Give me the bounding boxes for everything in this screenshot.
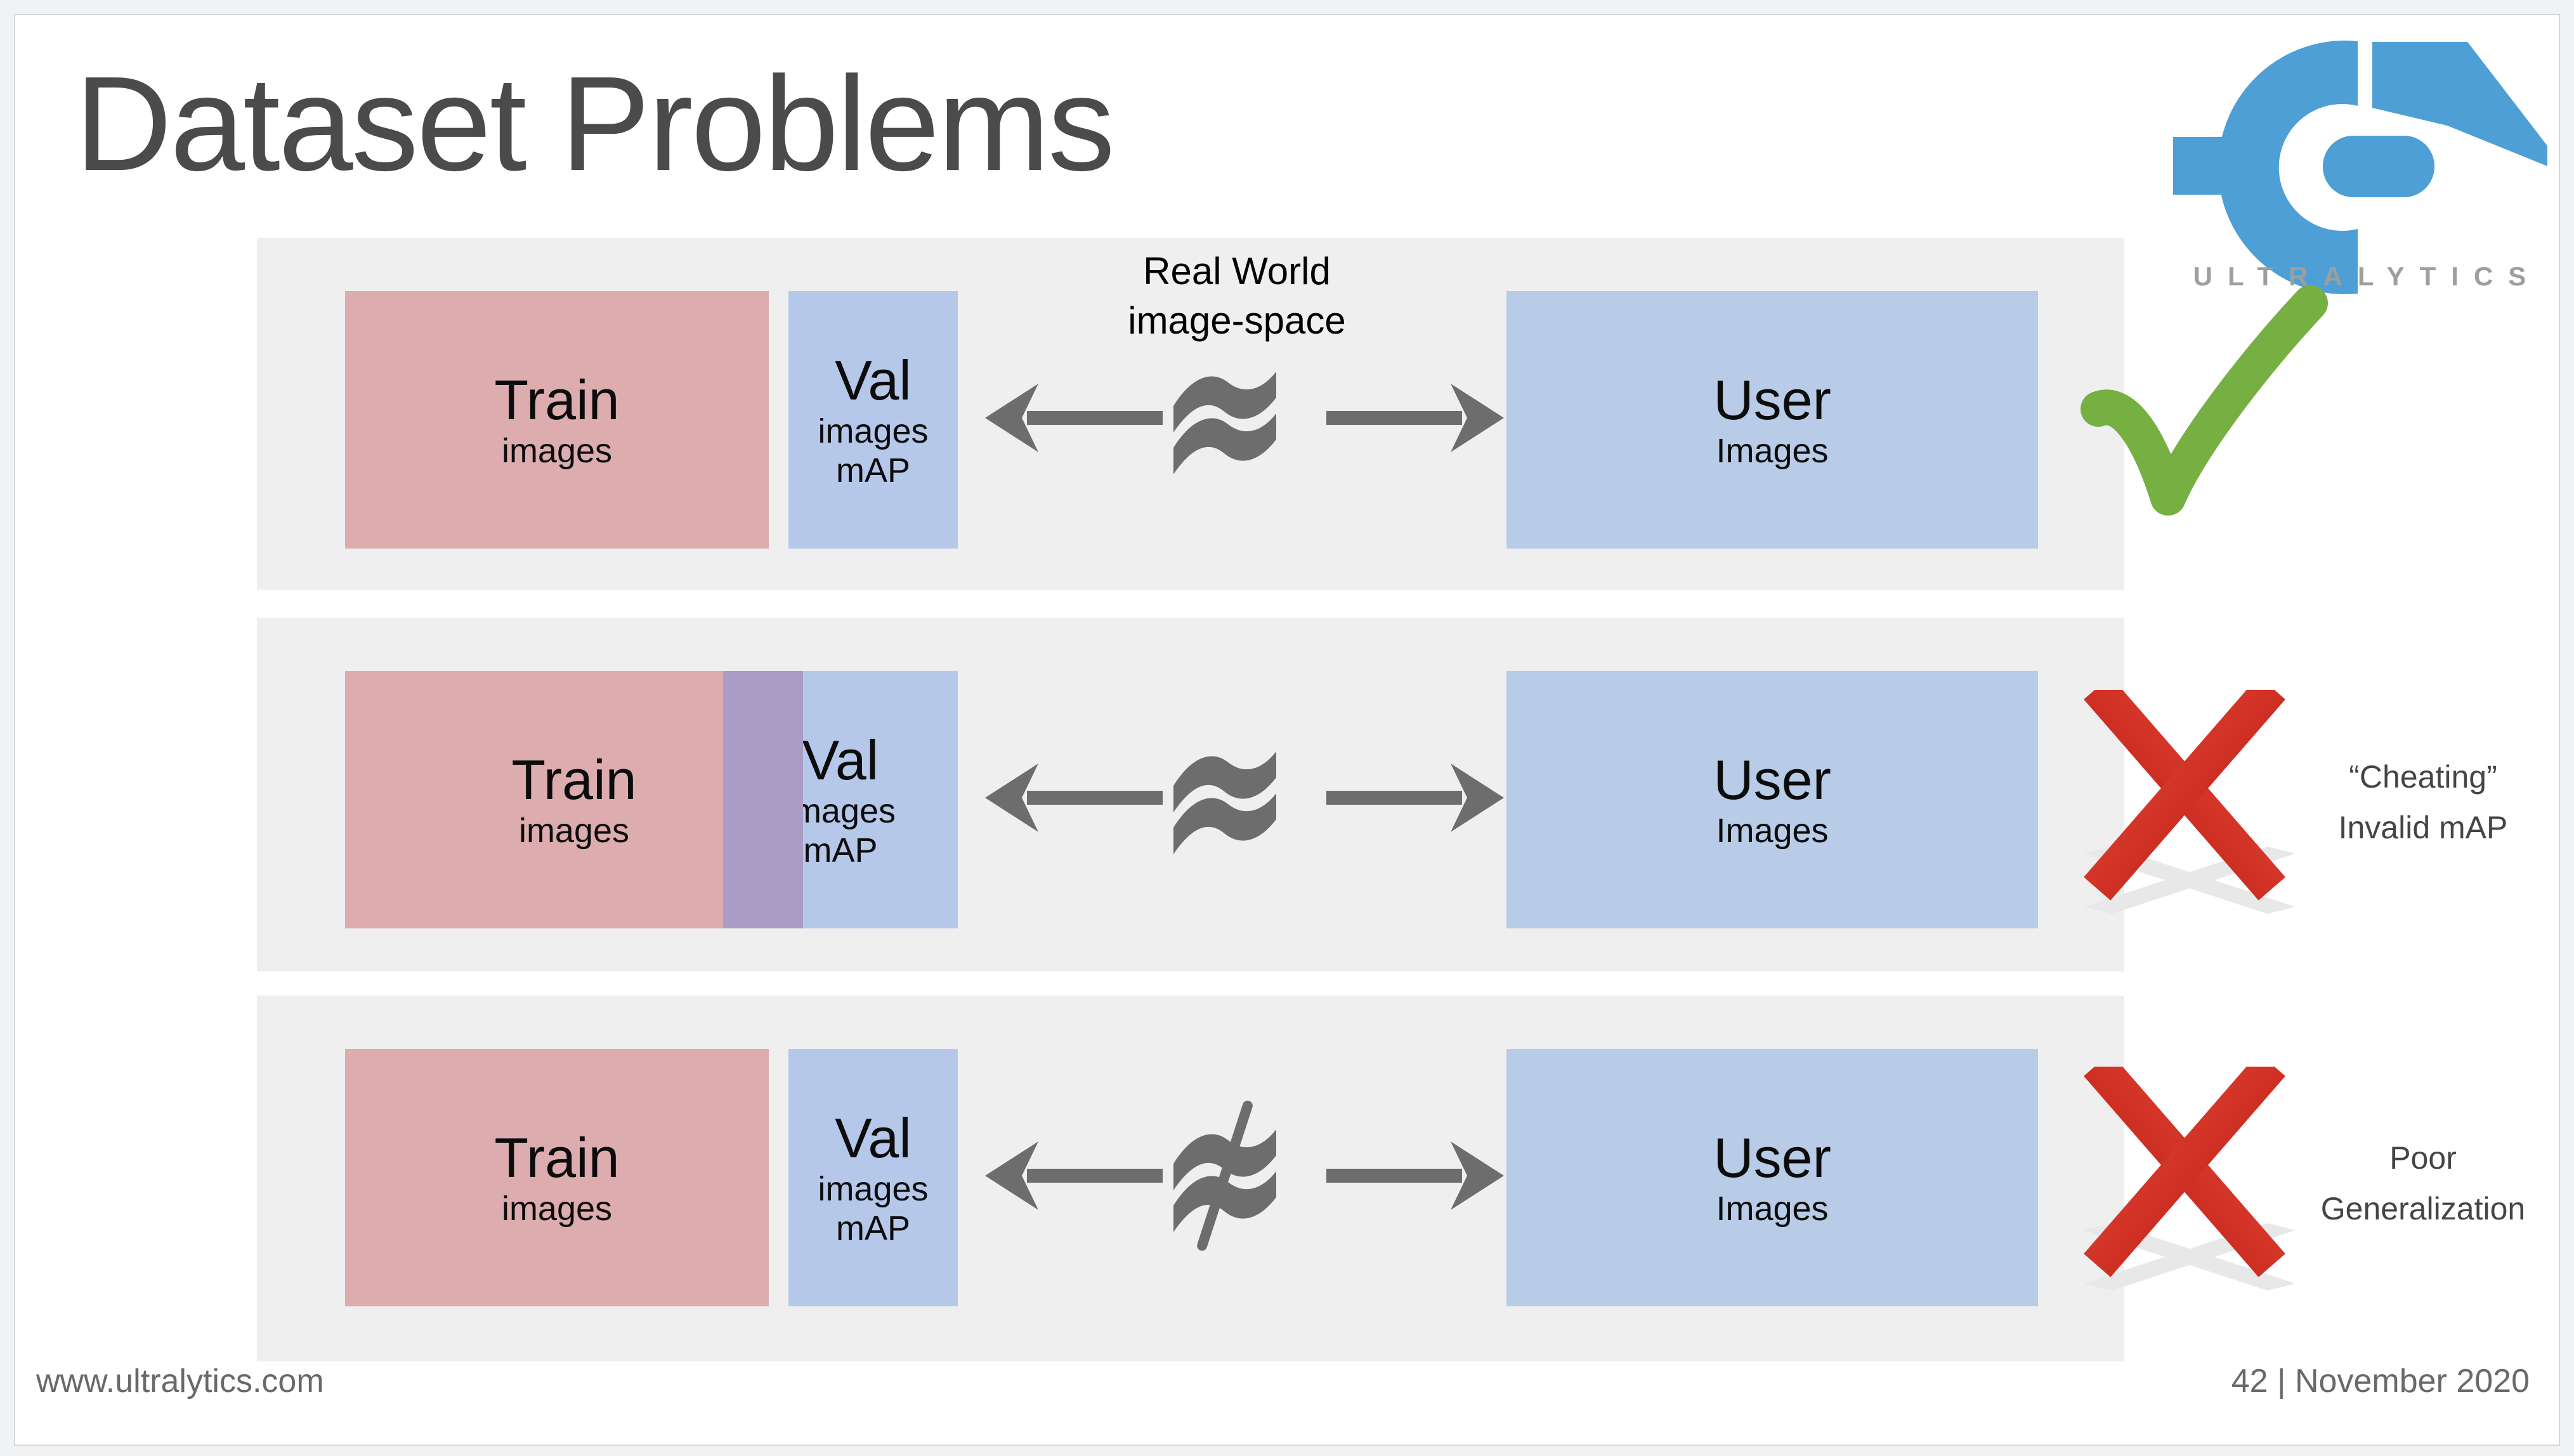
- right-arrow-icon: [1326, 1141, 1504, 1210]
- x-icon: [2084, 1067, 2294, 1291]
- train-images-box: Train images: [345, 1049, 769, 1306]
- train-label: Train: [511, 748, 637, 811]
- generalization-note: Poor Generalization: [2283, 1133, 2563, 1234]
- user-images-box: User Images: [1506, 1049, 2038, 1306]
- footer-website: www.ultralytics.com: [36, 1363, 324, 1400]
- right-arrow-icon: [1326, 764, 1504, 832]
- logo-c-arc: [2218, 40, 2358, 295]
- user-sublabel: Images: [1716, 1190, 1829, 1228]
- approx-equal-icon: [1171, 361, 1279, 474]
- train-val-overlap-region: [723, 671, 803, 928]
- row-poor-generalization: Train images Val images mAP Use: [257, 996, 2124, 1362]
- val-label: Val: [802, 729, 879, 791]
- x-icon: [2084, 690, 2294, 914]
- real-world-label-line2: image-space: [1128, 299, 1346, 342]
- user-label: User: [1713, 748, 1831, 811]
- user-label: User: [1713, 368, 1831, 431]
- approx-equal-icon: [1171, 741, 1279, 854]
- real-world-label-line1: Real World: [1143, 250, 1331, 292]
- generalization-note-line2: Generalization: [2320, 1191, 2526, 1226]
- train-sublabel: images: [501, 432, 613, 470]
- user-label: User: [1713, 1126, 1831, 1189]
- val-label: Val: [835, 1107, 911, 1169]
- val-sublabel-1: images: [818, 1170, 929, 1208]
- val-sublabel-1: images: [818, 412, 929, 450]
- val-label: Val: [835, 349, 911, 412]
- logo-pill: [2323, 136, 2434, 197]
- left-arrow-icon: [985, 764, 1163, 832]
- val-sublabel-1: images: [785, 792, 896, 830]
- train-label: Train: [494, 1126, 620, 1189]
- user-sublabel: Images: [1716, 812, 1829, 850]
- right-arrow-icon: [1326, 384, 1504, 452]
- train-label: Train: [494, 368, 620, 431]
- left-arrow-icon: [985, 384, 1163, 452]
- real-world-label: Real World image-space: [1078, 247, 1395, 346]
- logo-wing: [2372, 42, 2547, 166]
- cheating-note-line2: Invalid mAP: [2338, 810, 2508, 845]
- footer-page-date: 42 | November 2020: [2231, 1363, 2530, 1400]
- generalization-note-line1: Poor: [2389, 1140, 2457, 1176]
- val-sublabel-2: mAP: [835, 1209, 911, 1247]
- train-sublabel: images: [501, 1190, 613, 1228]
- page-title: Dataset Problems: [75, 48, 1115, 198]
- user-sublabel: Images: [1716, 432, 1829, 470]
- row-valid-dataset: Train images Val images mAP Real World i…: [257, 238, 2124, 590]
- val-sublabel-2: mAP: [835, 452, 911, 490]
- cheating-note-line1: “Cheating”: [2349, 759, 2497, 795]
- ultralytics-logo-icon: [2173, 40, 2547, 295]
- train-images-box: Train images: [345, 291, 769, 549]
- left-arrow-icon: [985, 1141, 1163, 1210]
- user-images-box: User Images: [1506, 671, 2038, 928]
- val-images-box: Val images mAP: [788, 291, 958, 549]
- cheating-note: “Cheating” Invalid mAP: [2283, 751, 2563, 853]
- check-icon: [2081, 285, 2328, 516]
- user-images-box: User Images: [1506, 291, 2038, 549]
- val-sublabel-2: mAP: [803, 831, 878, 869]
- row-train-val-overlap: Val images mAP Train images Use: [257, 618, 2124, 972]
- brand-name: ULTRALYTICS: [2193, 261, 2542, 291]
- train-sublabel: images: [518, 812, 630, 850]
- val-images-box: Val images mAP: [788, 1049, 958, 1306]
